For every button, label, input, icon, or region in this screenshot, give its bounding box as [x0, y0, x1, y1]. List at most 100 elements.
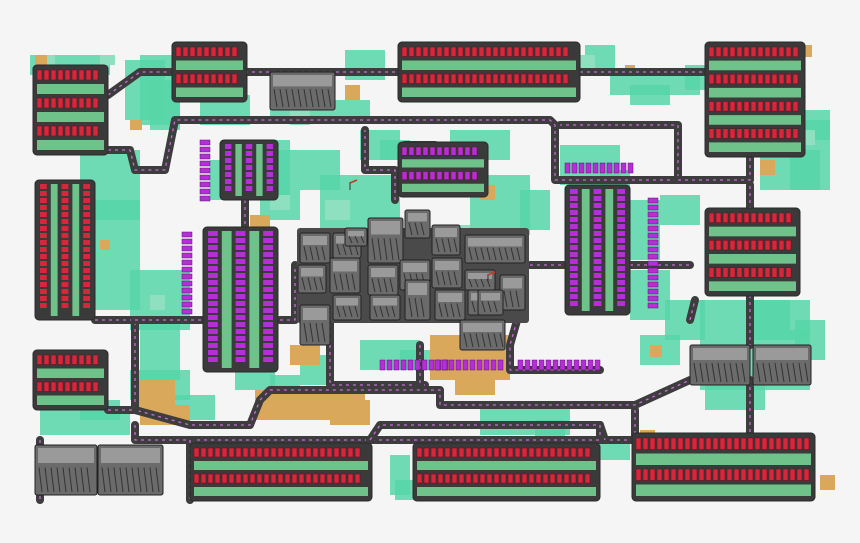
roof-hatch: [313, 277, 318, 291]
unit: [775, 468, 782, 481]
lawn-strip: [37, 395, 104, 405]
unit: [789, 468, 796, 481]
roof-hatch: [756, 362, 761, 383]
unit: [722, 128, 729, 139]
unit: [40, 240, 47, 245]
housing-block-w: [34, 179, 96, 321]
factory: [431, 257, 463, 289]
sand-patch: [35, 55, 47, 65]
unit: [613, 162, 620, 174]
unit: [235, 266, 246, 271]
unit: [36, 69, 43, 81]
unit: [415, 73, 422, 84]
unit: [647, 225, 659, 232]
unit: [785, 267, 792, 278]
unit: [196, 46, 203, 57]
roof-hatch: [408, 222, 413, 236]
unit: [245, 172, 253, 177]
roof-hatch: [481, 301, 486, 313]
roof-hatch: [339, 273, 344, 291]
unit: [242, 447, 249, 458]
unit: [207, 447, 214, 458]
roof-hatch: [450, 303, 455, 318]
unit: [471, 171, 478, 180]
unit: [263, 343, 273, 348]
block-outline: [704, 41, 806, 158]
road-marking: [360, 119, 679, 181]
unit: [83, 226, 90, 231]
unit: [245, 165, 253, 170]
unit: [422, 46, 429, 57]
unit: [444, 447, 451, 458]
unit: [199, 174, 211, 181]
unit: [472, 447, 479, 458]
unit: [263, 259, 273, 264]
unit: [764, 46, 771, 57]
unit: [182, 46, 189, 57]
unit: [83, 254, 90, 259]
unit: [263, 280, 273, 285]
industrial-core: [34, 71, 812, 496]
unit: [235, 238, 246, 243]
unit: [684, 437, 691, 450]
unit: [83, 219, 90, 224]
unit: [785, 240, 792, 251]
roof-hatch: [395, 238, 400, 261]
unit: [729, 128, 736, 139]
unit: [85, 125, 92, 137]
unit: [266, 151, 273, 156]
roof-hatch: [80, 467, 85, 493]
unit: [83, 289, 90, 294]
unit: [478, 73, 485, 84]
unit: [235, 350, 246, 355]
unit: [437, 473, 444, 484]
unit: [450, 146, 457, 156]
unit: [200, 447, 207, 458]
roof-hatch: [345, 273, 350, 291]
unit: [500, 473, 507, 484]
unit: [298, 473, 305, 484]
unit: [214, 447, 221, 458]
unit: [708, 74, 715, 85]
roof-hatch: [113, 467, 118, 493]
roof-hatch: [333, 273, 338, 291]
lawn-strip: [709, 142, 801, 152]
unit: [181, 308, 193, 315]
unit: [499, 73, 506, 84]
unit: [771, 240, 778, 251]
unit: [208, 329, 218, 334]
road: [276, 261, 299, 324]
unit: [465, 473, 472, 484]
warehouse-sw1: [34, 444, 98, 496]
roof-hatch: [273, 89, 278, 108]
factory-roof: [463, 323, 502, 332]
road-marking: [108, 119, 360, 171]
unit: [785, 212, 792, 223]
factory: [477, 289, 504, 316]
unit: [40, 289, 47, 294]
housing-block-sw: [32, 349, 109, 411]
unit: [715, 46, 722, 57]
unit: [40, 296, 47, 301]
unit: [208, 259, 218, 264]
unit: [729, 74, 736, 85]
roof-hatch: [493, 301, 498, 313]
unit: [778, 101, 785, 112]
factory: [464, 269, 496, 291]
unit: [570, 189, 578, 194]
road-marking: [678, 158, 751, 181]
unit: [181, 287, 193, 294]
unit: [263, 315, 273, 320]
unit: [199, 160, 211, 167]
unit: [451, 447, 458, 458]
unit: [785, 128, 792, 139]
roof-hatch: [74, 467, 79, 493]
roof-hatch: [131, 467, 136, 493]
unit: [333, 447, 340, 458]
unit: [570, 231, 578, 236]
factory-roof: [435, 261, 459, 270]
unit: [764, 74, 771, 85]
factory-roof: [438, 293, 462, 302]
unit: [785, 74, 792, 85]
unit: [224, 46, 231, 57]
